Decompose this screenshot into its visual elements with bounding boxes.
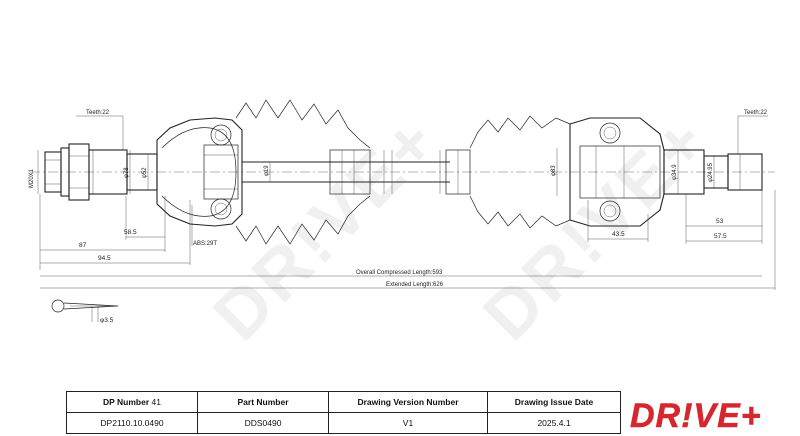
dia-2495-label: φ24.95: [708, 162, 714, 182]
header-drawing-version: Drawing Version Number: [328, 391, 488, 413]
right-dimensions: 43.5 53 57.5: [587, 190, 763, 244]
left-dimensions: 58.5 87 94.5: [39, 194, 191, 270]
title-block: DP Number 41 Part Number Drawing Version…: [66, 391, 794, 434]
dia-78-label: φ78: [124, 167, 130, 178]
dia-83-label: φ83: [551, 165, 557, 176]
pin-diameter: φ3.5: [100, 317, 114, 324]
brand-logo: DR!VE+: [630, 397, 762, 431]
dim-43-5: 43.5: [612, 231, 625, 238]
teeth-right-label: Teeth:22: [744, 110, 768, 116]
dia-52-label: φ52: [142, 167, 148, 178]
dim-57-5: 57.5: [714, 233, 727, 240]
teeth-left-label: Teeth:22: [86, 110, 110, 116]
inner-joint-right: [569, 117, 763, 227]
dia-349-label: φ34.9: [672, 164, 678, 180]
header-issue-date: Drawing Issue Date: [487, 391, 621, 413]
dim-58-5: 58.5: [124, 229, 137, 236]
watermark-right: DR!VE+: [468, 100, 723, 355]
extended-length: Extended Length:626: [386, 282, 444, 288]
length-dimensions: Overall Compressed Length:593 Extended L…: [40, 190, 776, 290]
value-issue-date: 2025.4.1: [487, 412, 621, 434]
value-drawing-version: V1: [328, 412, 488, 434]
header-dp-number: DP Number 41: [66, 391, 198, 413]
overall-length: Overall Compressed Length:593: [356, 270, 443, 276]
value-dp-number: DP2110.10.0490: [66, 412, 198, 434]
thread-label: M20X1: [29, 168, 35, 188]
dim-53: 53: [716, 218, 724, 225]
dim-94-5: 94.5: [98, 255, 111, 262]
cotter-pin: φ3.5: [51, 299, 119, 324]
abs-label: ABS:29T: [193, 241, 217, 247]
header-part-number: Part Number: [197, 391, 329, 413]
shaft: [242, 150, 450, 194]
logo-text: DR!VE+: [630, 397, 762, 431]
value-part-number: DDS0490: [197, 412, 329, 434]
dp-count: 41: [151, 397, 161, 407]
dim-87: 87: [79, 242, 87, 249]
outer-joint-left: [44, 117, 243, 227]
boot-left: [235, 99, 371, 245]
dia-19-label: φ19: [264, 165, 270, 176]
boot-right: [445, 115, 571, 229]
